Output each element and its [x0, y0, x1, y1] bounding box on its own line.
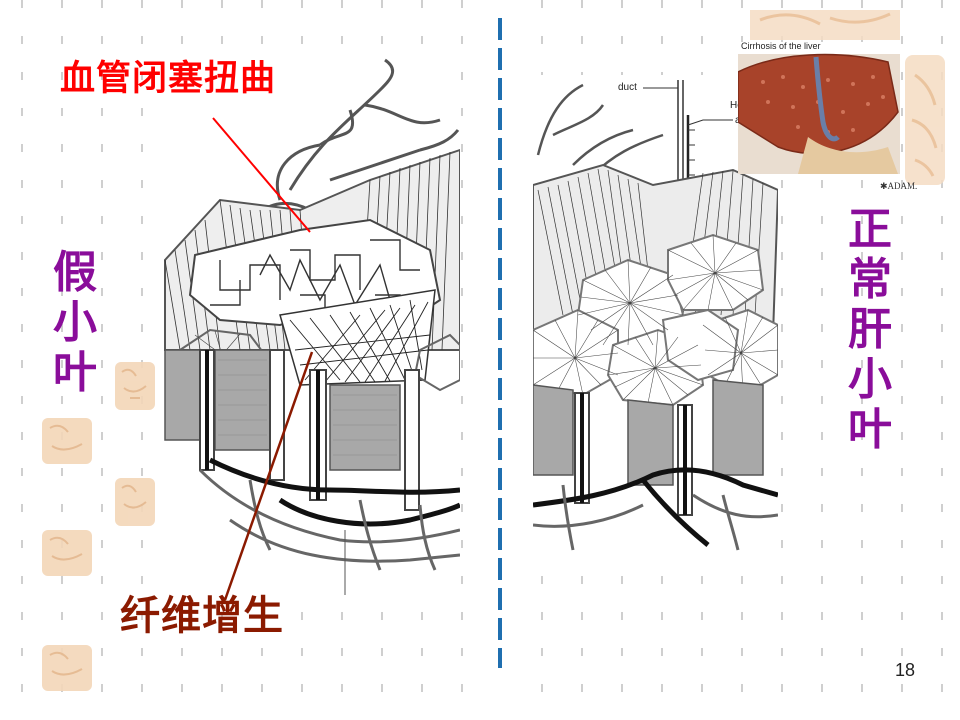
label-char: 叶 — [848, 404, 892, 455]
annotation-vascular-occlusion: 血管闭塞扭曲 — [60, 59, 277, 99]
slide-number: 18 — [895, 660, 916, 680]
adam-credit-text: ADAM. — [887, 181, 918, 191]
label-char: 叶 — [53, 347, 97, 398]
normal-lobule-diagram — [533, 75, 778, 555]
label-char: 小 — [53, 297, 97, 348]
seal-watermark — [42, 362, 155, 691]
label-normal-lobule: 正 常 肝 小 叶 — [845, 205, 895, 455]
adam-credit: ✱ADAM. — [880, 181, 917, 192]
leader-line-fibrosis — [223, 351, 314, 601]
annotation-fibrosis: 纤维增生 — [120, 593, 284, 639]
label-char: 肝 — [848, 304, 892, 355]
cirrhosis-inset-image — [738, 42, 900, 174]
center-divider — [498, 18, 502, 668]
label-char: 常 — [848, 254, 892, 305]
leader-line-occlusion — [212, 117, 311, 233]
label-char: 小 — [848, 354, 892, 405]
pseudolobule-diagram — [160, 50, 460, 595]
label-char: 正 — [848, 204, 892, 255]
label-pseudolobule: 假 小 叶 — [50, 248, 100, 398]
label-char: 假 — [53, 247, 97, 298]
adam-logo-icon: ✱ — [880, 181, 888, 191]
label-duct: duct — [618, 82, 637, 93]
inset-caption: Cirrhosis of the liver — [741, 41, 821, 51]
